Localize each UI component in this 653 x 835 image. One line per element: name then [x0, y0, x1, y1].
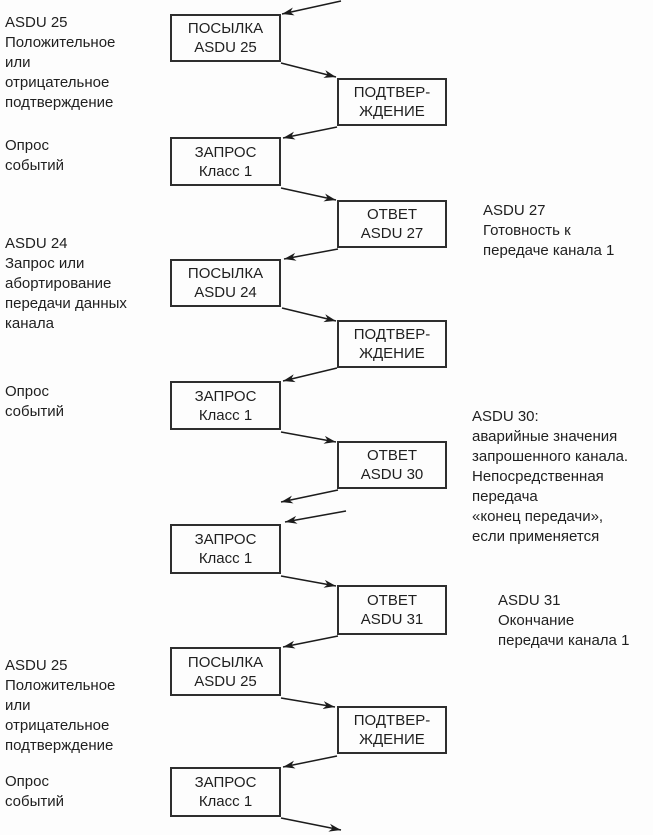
incoming-arrow: [284, 510, 347, 524]
left-note-asdu24: ASDU 24 Запрос или абортирование передач…: [5, 235, 127, 332]
transfer-arrow: [280, 697, 336, 709]
node-reply-asdu27: ОТВЕТ ASDU 27: [337, 200, 447, 248]
end-arrow: [280, 489, 339, 504]
node-label: ОТВЕТ ASDU 31: [360, 592, 424, 628]
node-label: ПОСЫЛКА ASDU 25: [187, 20, 264, 56]
transfer-arrow: [281, 307, 337, 323]
node-label: ПОСЫЛКА ASDU 25: [187, 653, 264, 690]
node-send-asdu25-top: ПОСЫЛКА ASDU 25: [170, 14, 281, 62]
node-reply-asdu31: ОТВЕТ ASDU 31: [337, 585, 447, 635]
node-request-class1-1: ЗАПРОС Класс 1: [170, 137, 281, 186]
left-note-event-poll-1: Опрос событий: [5, 137, 65, 174]
node-reply-asdu30: ОТВЕТ ASDU 30: [337, 441, 447, 489]
node-label: ПОДТВЕР- ЖДЕНИЕ: [353, 712, 431, 748]
left-note-asdu25-bottom: ASDU 25 Положительное или отрицательное …: [5, 657, 116, 754]
transfer-arrow: [280, 187, 337, 202]
transfer-arrow: [282, 635, 339, 649]
node-request-class1-4: ЗАПРОС Класс 1: [170, 767, 281, 817]
node-label: ОТВЕТ ASDU 27: [360, 206, 424, 242]
left-note-event-poll-2: Опрос событий: [5, 383, 65, 420]
transfer-arrow: [282, 367, 338, 383]
node-ack-2: ПОДТВЕР- ЖДЕНИЕ: [337, 320, 447, 368]
node-label: ПОДТВЕР- ЖДЕНИЕ: [353, 84, 431, 120]
node-label: ЗАПРОС Класс 1: [194, 143, 257, 180]
transfer-arrow: [280, 575, 337, 588]
node-ack-1: ПОДТВЕР- ЖДЕНИЕ: [337, 78, 447, 126]
node-label: ПОДТВЕР- ЖДЕНИЕ: [353, 326, 431, 362]
node-ack-3: ПОДТВЕР- ЖДЕНИЕ: [337, 706, 447, 754]
left-note-asdu25-top: ASDU 25 Положительное или отрицательное …: [5, 14, 116, 111]
node-request-class1-2: ЗАПРОС Класс 1: [170, 381, 281, 430]
transfer-arrow: [282, 126, 338, 140]
node-label: ЗАПРОС Класс 1: [194, 387, 257, 424]
node-label: ЗАПРОС Класс 1: [194, 774, 257, 810]
right-note-asdu30: ASDU 30: аварийные значения запрошенного…: [472, 408, 629, 545]
incoming-arrow: [281, 0, 342, 16]
node-send-asdu24: ПОСЫЛКА ASDU 24: [170, 259, 281, 307]
transfer-arrow: [280, 62, 337, 78]
transfer-arrow: [283, 248, 339, 261]
transfer-arrow: [280, 431, 337, 444]
right-note-asdu27: ASDU 27 Готовность к передаче канала 1: [483, 202, 615, 259]
node-label: ОТВЕТ ASDU 30: [360, 447, 424, 483]
outgoing-arrow: [280, 817, 342, 832]
right-note-asdu31: ASDU 31 Окончание передачи канала 1: [498, 592, 630, 649]
node-label: ЗАПРОС Класс 1: [194, 531, 257, 567]
transfer-arrow: [282, 755, 338, 769]
node-request-class1-3: ЗАПРОС Класс 1: [170, 524, 281, 574]
node-send-asdu25-bottom: ПОСЫЛКА ASDU 25: [170, 647, 281, 696]
left-note-event-poll-3: Опрос событий: [5, 773, 65, 810]
node-label: ПОСЫЛКА ASDU 24: [187, 265, 264, 301]
